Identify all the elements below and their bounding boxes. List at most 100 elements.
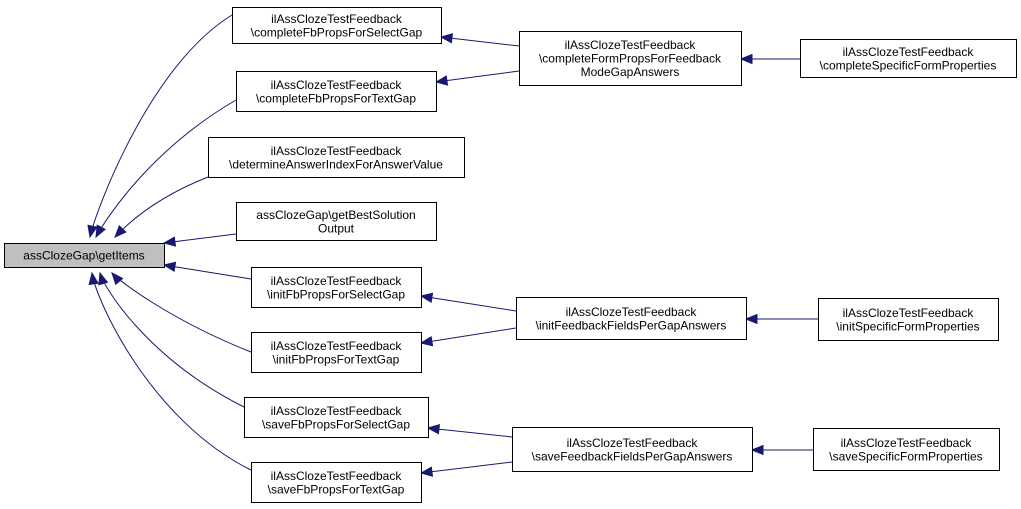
node-root[interactable]: assClozeGap\getItems — [4, 243, 165, 268]
arrow-head-icon — [95, 224, 107, 239]
node-label-line: ilAssClozeTestFeedback — [271, 339, 403, 353]
node-label-line: ilAssClozeTestFeedback — [271, 12, 403, 26]
arrow-head-icon — [434, 75, 449, 86]
edge-init_fields-to-init_text — [419, 327, 517, 347]
edge-line — [114, 176, 209, 238]
node-label-line: ilAssClozeTestFeedback — [565, 38, 697, 52]
node-init_select[interactable]: ilAssClozeTestFeedback\initFbPropsForSel… — [251, 267, 422, 308]
edge-line — [427, 427, 513, 438]
edge-line — [435, 70, 520, 83]
edge-complete_specific-to-complete_form — [739, 53, 800, 65]
node-label-line: ilAssClozeTestFeedback — [843, 306, 975, 320]
node-init_fields[interactable]: ilAssClozeTestFeedback\initFeedbackField… — [516, 297, 747, 340]
node-box — [251, 332, 422, 373]
node-label-line: ilAssClozeTestFeedback — [271, 144, 403, 158]
edge-init_specific-to-init_fields — [744, 313, 818, 325]
edge-line — [440, 36, 520, 47]
edge-cfp_text-to-root — [95, 99, 237, 239]
node-box — [251, 462, 422, 503]
node-label-line: \completeFormPropsForFeedback — [539, 52, 722, 66]
node-determine[interactable]: ilAssClozeTestFeedback\determineAnswerIn… — [208, 137, 465, 178]
arrow-head-icon — [162, 261, 177, 273]
nodes-layer: assClozeGap\getItems ilAssClozeTestFeedba… — [4, 7, 1017, 503]
edge-line — [420, 295, 517, 312]
node-label-line: \saveFbPropsForSelectGap — [262, 417, 410, 431]
edge-line — [163, 264, 252, 280]
node-label-line: \determineAnswerIndexForAnswerValue — [229, 157, 443, 171]
node-box — [519, 31, 742, 86]
arrow-head-icon — [419, 336, 434, 347]
arrow-head-icon — [88, 271, 99, 286]
edge-init_text-to-root — [111, 271, 252, 353]
arrow-head-icon — [426, 424, 440, 435]
node-label-line: ilAssClozeTestFeedback — [843, 45, 975, 59]
edge-complete_form-to-cfp_select — [439, 33, 520, 47]
arrow-head-icon — [111, 271, 124, 286]
edge-save_select-to-root — [98, 271, 245, 408]
node-label-line: Output — [318, 221, 355, 235]
edge-init_select-to-root — [162, 261, 252, 280]
node-box — [236, 71, 437, 112]
arrow-head-icon — [419, 466, 434, 477]
edge-save_specific-to-save_fields — [750, 444, 813, 456]
node-box — [516, 297, 747, 340]
edge-line — [420, 327, 517, 344]
node-label-line: \initFbPropsForTextGap — [273, 352, 400, 366]
node-label-line: \saveFeedbackFieldsPerGapAnswers — [532, 449, 733, 463]
arrow-head-icon — [162, 236, 177, 247]
node-save_fields[interactable]: ilAssClozeTestFeedback\saveFeedbackField… — [512, 427, 753, 472]
edge-line — [163, 233, 237, 244]
edge-line — [89, 14, 233, 238]
node-label-line: ilAssClozeTestFeedback — [841, 436, 973, 450]
edge-init_fields-to-init_select — [419, 292, 517, 312]
node-init_text[interactable]: ilAssClozeTestFeedback\initFbPropsForTex… — [251, 332, 422, 373]
node-label-line: ilAssClozeTestFeedback — [271, 404, 403, 418]
node-label-line: ilAssClozeTestFeedback — [271, 78, 403, 92]
arrow-head-icon — [439, 33, 454, 44]
node-save_select[interactable]: ilAssClozeTestFeedback\saveFbPropsForSel… — [244, 397, 429, 438]
node-init_specific[interactable]: ilAssClozeTestFeedback\initSpecificFormP… — [818, 298, 999, 341]
edge-line — [420, 461, 513, 474]
arrow-head-icon — [87, 224, 98, 239]
edge-save_text-to-root — [88, 271, 252, 471]
node-complete_specific[interactable]: ilAssClozeTestFeedback\completeSpecificF… — [800, 39, 1017, 78]
node-box — [236, 202, 437, 241]
node-box — [800, 39, 1017, 78]
node-label-line: assClozeGap\getBestSolution — [256, 208, 415, 222]
node-box — [4, 243, 165, 268]
node-cfp_text[interactable]: ilAssClozeTestFeedback\completeFbPropsFo… — [236, 71, 437, 112]
arrow-head-icon — [419, 292, 434, 303]
edges-layer — [87, 14, 818, 477]
edge-best_solution-to-root — [162, 233, 237, 247]
edge-line — [91, 272, 252, 471]
node-cfp_select[interactable]: ilAssClozeTestFeedback\completeFbPropsFo… — [232, 7, 442, 44]
edge-complete_form-to-cfp_text — [434, 70, 520, 86]
node-label-line: \completeFbPropsForTextGap — [256, 91, 416, 105]
node-box — [244, 397, 429, 438]
node-label-line: ilAssClozeTestFeedback — [566, 305, 698, 319]
node-save_specific[interactable]: ilAssClozeTestFeedback\saveSpecificFormP… — [813, 428, 1000, 471]
node-label-line: ilAssClozeTestFeedback — [271, 274, 403, 288]
node-label-line: \saveFbPropsForTextGap — [268, 482, 405, 496]
node-save_text[interactable]: ilAssClozeTestFeedback\saveFbPropsForTex… — [251, 462, 422, 503]
node-label-line: \initFeedbackFieldsPerGapAnswers — [536, 318, 727, 332]
node-box — [512, 427, 753, 472]
node-label-line: \completeFbPropsForSelectGap — [251, 25, 423, 39]
node-label-line: ilAssClozeTestFeedback — [567, 436, 699, 450]
node-label-line: ModeGapAnswers — [581, 65, 680, 79]
node-label-line: \saveSpecificFormProperties — [829, 449, 982, 463]
node-box — [208, 137, 465, 178]
arrow-head-icon — [98, 271, 109, 286]
node-complete_form[interactable]: ilAssClozeTestFeedback\completeFormProps… — [519, 31, 742, 86]
node-label-line: \initFbPropsForSelectGap — [267, 287, 405, 301]
edge-cfp_select-to-root — [87, 14, 233, 239]
arrow-head-icon — [750, 444, 764, 456]
node-box — [818, 298, 999, 341]
node-box — [232, 7, 442, 44]
node-label-line: \initSpecificFormProperties — [836, 319, 979, 333]
arrow-head-icon — [744, 313, 758, 325]
node-box — [251, 267, 422, 308]
node-label-line: assClozeGap\getItems — [23, 249, 144, 263]
